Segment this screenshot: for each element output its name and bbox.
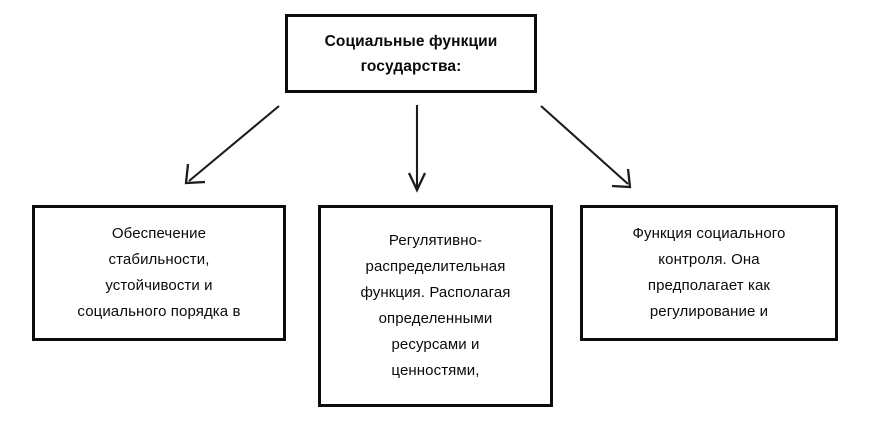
node-root-social-functions: Социальные функции государства: <box>285 14 537 93</box>
node-social-control-function: Функция социального контроля. Она предпо… <box>580 205 838 341</box>
node-center-label: Регулятивно- распределительная функция. … <box>360 232 511 379</box>
node-left-label: Обеспечение стабильности, устойчивости и… <box>77 225 241 320</box>
node-root-label: Социальные функции государства: <box>324 32 498 75</box>
arrow-down-left-icon <box>184 105 280 185</box>
arrow-down-right-icon <box>540 105 632 189</box>
node-stability-assurance: Обеспечение стабильности, устойчивости и… <box>32 205 286 341</box>
node-regulatory-distributive-function: Регулятивно- распределительная функция. … <box>318 205 553 407</box>
node-right-label: Функция социального контроля. Она предпо… <box>632 225 786 320</box>
arrow-down-icon <box>407 105 427 193</box>
